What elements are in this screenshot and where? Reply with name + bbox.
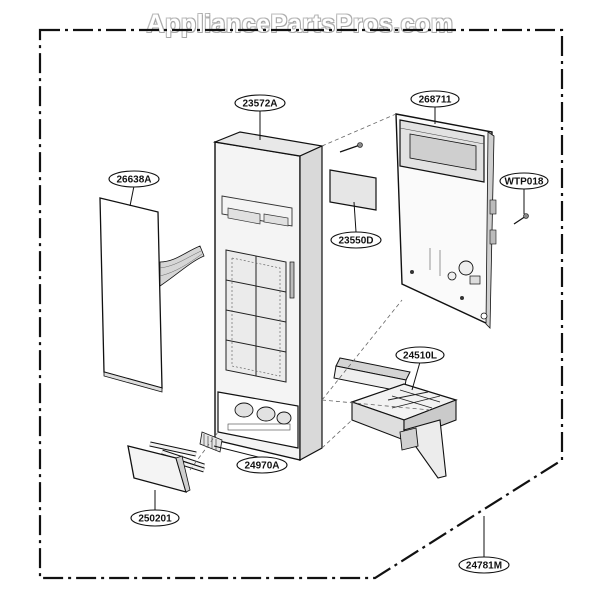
- part-250201-door-button[interactable]: [127, 441, 205, 493]
- label-26638A: 26638A: [116, 175, 151, 186]
- label-24510L: 24510L: [403, 351, 437, 362]
- callout-24970A[interactable]: 24970A: [236, 456, 288, 474]
- part-WTP018-screw[interactable]: [513, 213, 529, 225]
- part-26638A-keypad-membrane[interactable]: [99, 197, 205, 393]
- label-24781M: 24781M: [466, 561, 502, 572]
- callout-24510L[interactable]: 24510L: [395, 346, 445, 364]
- callout-23550D[interactable]: 23550D: [330, 231, 382, 249]
- screw-top: [339, 142, 363, 153]
- callout-23572A[interactable]: 23572A: [234, 94, 286, 112]
- callout-250201[interactable]: 250201: [130, 509, 180, 527]
- watermark: AppliancePartsPros.com: [146, 10, 454, 38]
- assembly-guide-lines: [189, 113, 431, 471]
- assembly-boundary: [38, 28, 564, 580]
- label-268711: 268711: [419, 95, 452, 106]
- part-268711-pcb-board[interactable]: [395, 113, 497, 329]
- callout-26638A[interactable]: 26638A: [108, 170, 160, 188]
- part-23550D-window-plate[interactable]: [329, 169, 377, 211]
- label-250201: 250201: [138, 514, 172, 525]
- callout-24781M[interactable]: 24781M: [458, 556, 510, 574]
- label-24970A: 24970A: [244, 461, 279, 472]
- label-23550D: 23550D: [338, 236, 373, 247]
- label-WTP018: WTP018: [505, 177, 544, 188]
- callout-268711[interactable]: 268711: [410, 90, 460, 108]
- part-24510L-lever-bracket[interactable]: [333, 357, 458, 479]
- part-23572A-control-panel[interactable]: [212, 131, 325, 462]
- label-23572A: 23572A: [242, 99, 277, 110]
- callout-WTP018[interactable]: WTP018: [499, 172, 549, 190]
- leader-lines: [129, 106, 525, 558]
